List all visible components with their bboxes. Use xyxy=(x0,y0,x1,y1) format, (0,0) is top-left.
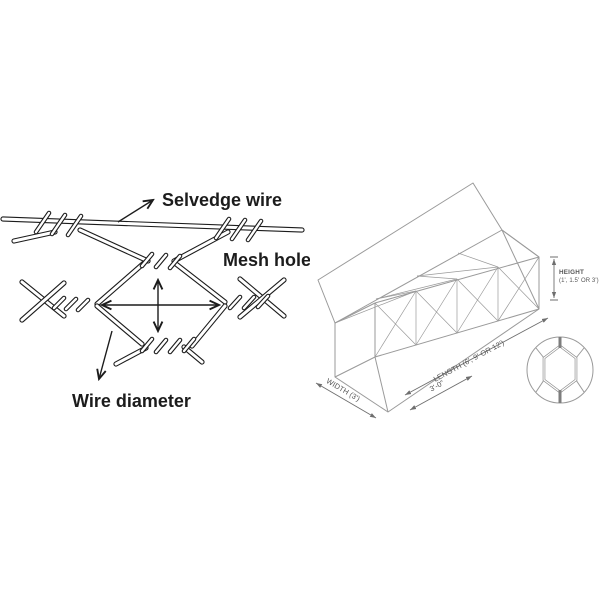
mesh-hole-label: Mesh hole xyxy=(223,250,310,270)
hexagon-mesh-cell xyxy=(542,337,578,403)
diaphragm-lines xyxy=(334,252,540,358)
mesh-closeup-diagram: Selvedge wire Mesh hole Wire diameter xyxy=(0,190,310,411)
height-label-line2: (1', 1.5' OR 3') xyxy=(559,278,599,284)
segment-label: 3'-0" xyxy=(428,378,446,393)
segment-dimension: 3'-0" xyxy=(409,375,473,411)
segment-dimension-line xyxy=(409,375,473,411)
right-end-top-edge xyxy=(501,229,540,258)
length-label: LENGTH (6', 9' OR 12') xyxy=(432,338,506,384)
height-label-line1: HEIGHT xyxy=(559,269,584,276)
selvedge-pointer-arrow xyxy=(117,200,153,223)
selvedge-wire-label: Selvedge wire xyxy=(162,190,282,210)
gabion-basket-diagram: HEIGHT (1', 1.5' OR 3') LENGTH (6', 9' O… xyxy=(315,182,599,419)
length-dimension: LENGTH (6', 9' OR 12') xyxy=(404,317,549,396)
wire-diameter-pointer-arrow xyxy=(99,330,113,379)
left-end-top-edge xyxy=(334,302,376,324)
lid-hinge-edge xyxy=(334,229,503,324)
wire-twist-joints xyxy=(36,213,268,352)
height-dimension: HEIGHT (1', 1.5' OR 3') xyxy=(550,256,599,301)
mesh-cell-detail-circle xyxy=(526,336,594,404)
end-flap-edge xyxy=(374,356,389,413)
measure-arrows xyxy=(99,200,219,379)
wire-diameter-label: Wire diameter xyxy=(72,391,191,411)
left-end-bottom-edge xyxy=(334,356,376,378)
gabion-basket-mesh-body xyxy=(317,182,540,413)
right-end-diagonal xyxy=(501,229,540,310)
width-dimension-line xyxy=(315,382,377,419)
width-dimension: WIDTH (3') xyxy=(315,376,377,419)
